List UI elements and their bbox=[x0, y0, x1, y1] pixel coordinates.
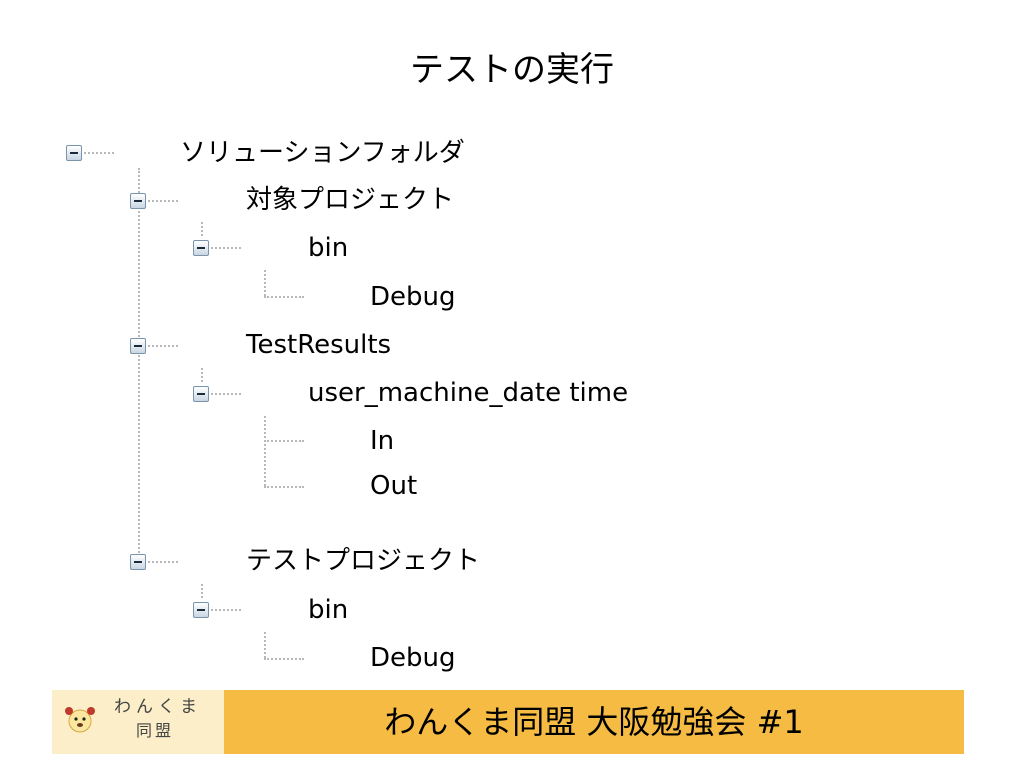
tree-node-test-results[interactable]: TestResults bbox=[246, 330, 392, 360]
tree-node-test-project[interactable]: テストプロジェクト bbox=[246, 546, 481, 576]
collapse-icon[interactable] bbox=[193, 240, 209, 256]
tree-node-target-project[interactable]: 対象プロジェクト bbox=[246, 185, 455, 215]
collapse-icon[interactable] bbox=[130, 554, 146, 570]
slide-title: テストの実行 bbox=[410, 50, 614, 90]
tree-node-out-folder[interactable]: Out bbox=[370, 471, 418, 501]
tree-connector bbox=[148, 200, 178, 202]
tree-node-in-folder[interactable]: In bbox=[370, 426, 395, 456]
collapse-icon[interactable] bbox=[130, 338, 146, 354]
collapse-icon[interactable] bbox=[193, 602, 209, 618]
tree-connector bbox=[264, 486, 304, 488]
collapse-icon[interactable] bbox=[130, 193, 146, 209]
tree-connector-run-folder bbox=[264, 416, 266, 486]
footer-bar: わんくま 同盟 わんくま同盟 大阪勉強会 #1 bbox=[52, 690, 964, 754]
tree-connector bbox=[148, 561, 178, 563]
collapse-icon[interactable] bbox=[66, 145, 82, 161]
tree-node-project-bin[interactable]: bin bbox=[308, 233, 349, 263]
tree-connector bbox=[148, 345, 178, 347]
tree-connector bbox=[264, 440, 304, 442]
tree-node-test-debug[interactable]: Debug bbox=[370, 643, 456, 673]
collapse-icon[interactable] bbox=[193, 386, 209, 402]
tree-connector-project bbox=[201, 222, 203, 236]
tree-connector-level1 bbox=[138, 168, 140, 560]
folder-tree: ソリューションフォルダ 対象プロジェクト bin Debug TestResul… bbox=[66, 138, 629, 673]
logo-text: わんくま bbox=[114, 697, 202, 717]
tree-connector bbox=[264, 658, 304, 660]
tree-node-run-folder[interactable]: user_machine_date time bbox=[308, 378, 629, 408]
tree-connector-testresults bbox=[201, 368, 203, 382]
tree-node-project-debug[interactable]: Debug bbox=[370, 282, 456, 312]
bear-logo-icon bbox=[65, 707, 95, 733]
tree-connector bbox=[211, 609, 241, 611]
footer-title: わんくま同盟 大阪勉強会 #1 bbox=[384, 703, 804, 741]
tree-node-solution-folder[interactable]: ソリューションフォルダ bbox=[180, 138, 465, 168]
tree-connector bbox=[211, 247, 241, 249]
tree-connector-testproject bbox=[201, 584, 203, 598]
footer-logo: わんくま 同盟 bbox=[52, 690, 224, 754]
tree-connector bbox=[264, 296, 304, 298]
tree-connector-test-bin bbox=[264, 632, 266, 658]
tree-node-test-bin[interactable]: bin bbox=[308, 595, 349, 625]
tree-connector bbox=[84, 152, 114, 154]
logo-subtext: 同盟 bbox=[136, 721, 175, 740]
tree-connector bbox=[211, 393, 241, 395]
tree-connector-project-bin bbox=[264, 270, 266, 296]
